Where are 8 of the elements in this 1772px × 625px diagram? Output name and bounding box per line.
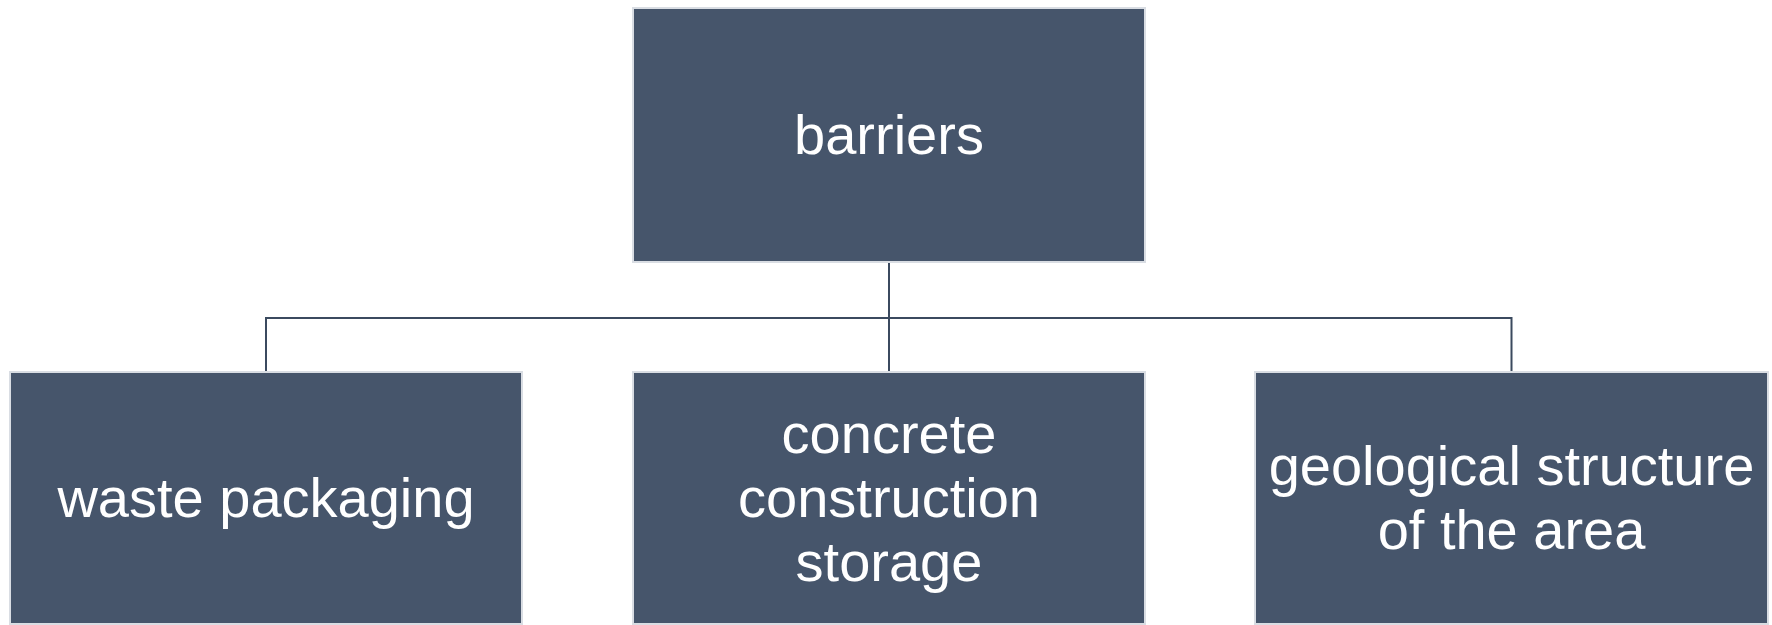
box-label: concrete construction storage (737, 402, 1041, 594)
box-label: geological structure of the area (1267, 434, 1756, 562)
category-box (632, 371, 1146, 625)
category-box (1254, 371, 1769, 625)
category-box (632, 7, 1146, 263)
category-box (9, 371, 523, 625)
box-label: barriers (794, 103, 984, 167)
box-label: waste packaging (57, 466, 475, 530)
